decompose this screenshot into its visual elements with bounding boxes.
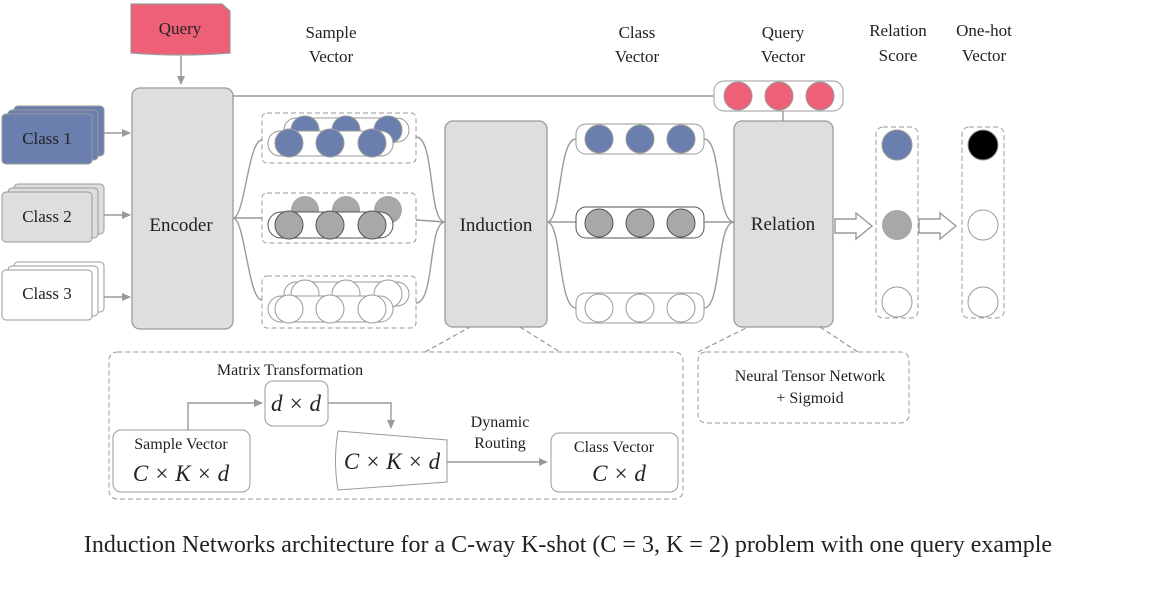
figure-caption: Induction Networks architecture for a C-…	[84, 532, 1052, 558]
sample-vector-class3	[261, 275, 417, 329]
class2-docs: Class 2	[1, 183, 105, 243]
relation-score-vector	[875, 126, 919, 319]
sample-vector-class2	[261, 192, 417, 244]
transformed-vector-box	[335, 430, 448, 491]
detail-class-vector-label: Class Vector	[574, 439, 655, 456]
class-vector-3	[575, 292, 705, 324]
onehot-header-1: One-hot	[956, 21, 1012, 40]
induction-detail-panel: Matrix Transformation d × d Sample Vecto…	[108, 351, 684, 500]
class1-docs: Class 1	[1, 105, 105, 165]
relation-detail-connector-left	[697, 326, 749, 353]
encoder-to-sample1-line	[232, 139, 263, 219]
onehot-header-2: Vector	[962, 46, 1007, 65]
sample-to-matrix-arrow	[187, 399, 263, 430]
encoder-to-sample3-line	[232, 217, 263, 301]
score-to-onehot-arrow	[918, 211, 958, 241]
induction-detail-connector-left	[424, 326, 471, 353]
sample-vector-header-2: Vector	[309, 47, 354, 66]
induction-to-class1-line	[546, 138, 577, 223]
relation-detail-line-1: Neural Tensor Network	[735, 368, 886, 385]
relation-to-score-arrow	[834, 211, 874, 241]
sample3-to-induction-line	[415, 221, 446, 304]
class3-docs: Class 3	[1, 261, 105, 321]
relation-detail-panel: Neural Tensor Network + Sigmoid	[697, 351, 910, 424]
class2-label: Class 2	[22, 207, 72, 226]
onehot-vector	[961, 126, 1005, 319]
class-vector-header-1: Class	[619, 23, 656, 42]
query-vector	[713, 80, 844, 112]
query-vector-header-2: Vector	[761, 47, 806, 66]
query-vector-header-1: Query	[762, 23, 805, 42]
detail-sample-vector-dim: C × K × d	[133, 461, 230, 486]
transformed-dim: C × K × d	[344, 449, 441, 474]
class-vector-1	[575, 123, 705, 155]
class3-to-relation-line	[703, 221, 735, 309]
sample2-to-induction-line	[415, 219, 446, 223]
dynamic-routing-label-1: Dynamic	[471, 414, 530, 431]
relation-detail-connector-right	[819, 326, 859, 353]
matrix-to-transformed-arrow	[328, 402, 395, 429]
sample1-to-induction-line	[415, 136, 446, 223]
class1-to-relation-line	[703, 138, 735, 223]
encoder-label: Encoder	[149, 215, 213, 236]
induction-block: Induction	[444, 120, 548, 328]
relation-block: Relation	[733, 120, 834, 328]
relation-score-header-2: Score	[879, 46, 918, 65]
detail-class-vector-box	[550, 432, 679, 493]
sample-vector-header-1: Sample	[306, 23, 357, 42]
relation-label: Relation	[751, 214, 816, 235]
sample-vector-class1	[261, 112, 417, 164]
query-input: Query	[130, 3, 231, 56]
matrix-transformation-label: Matrix Transformation	[217, 362, 363, 379]
induction-label: Induction	[460, 215, 533, 236]
matrix-dim: d × d	[271, 391, 322, 416]
class3-label: Class 3	[22, 284, 72, 303]
dynamic-routing-label-2: Routing	[474, 435, 526, 452]
class-vector-2	[575, 206, 705, 239]
relation-score-header-1: Relation	[869, 21, 927, 40]
encoder-block: Encoder	[131, 87, 234, 330]
query-input-label: Query	[159, 19, 202, 38]
detail-sample-vector-label: Sample Vector	[134, 436, 228, 453]
detail-class-vector-dim: C × d	[592, 461, 646, 486]
class-vector-header-2: Vector	[615, 47, 660, 66]
relation-detail-line-2: + Sigmoid	[776, 390, 843, 407]
induction-detail-connector-right	[519, 326, 561, 353]
detail-sample-vector-box	[112, 429, 251, 493]
induction-to-class3-line	[546, 221, 577, 309]
class1-label: Class 1	[22, 129, 72, 148]
